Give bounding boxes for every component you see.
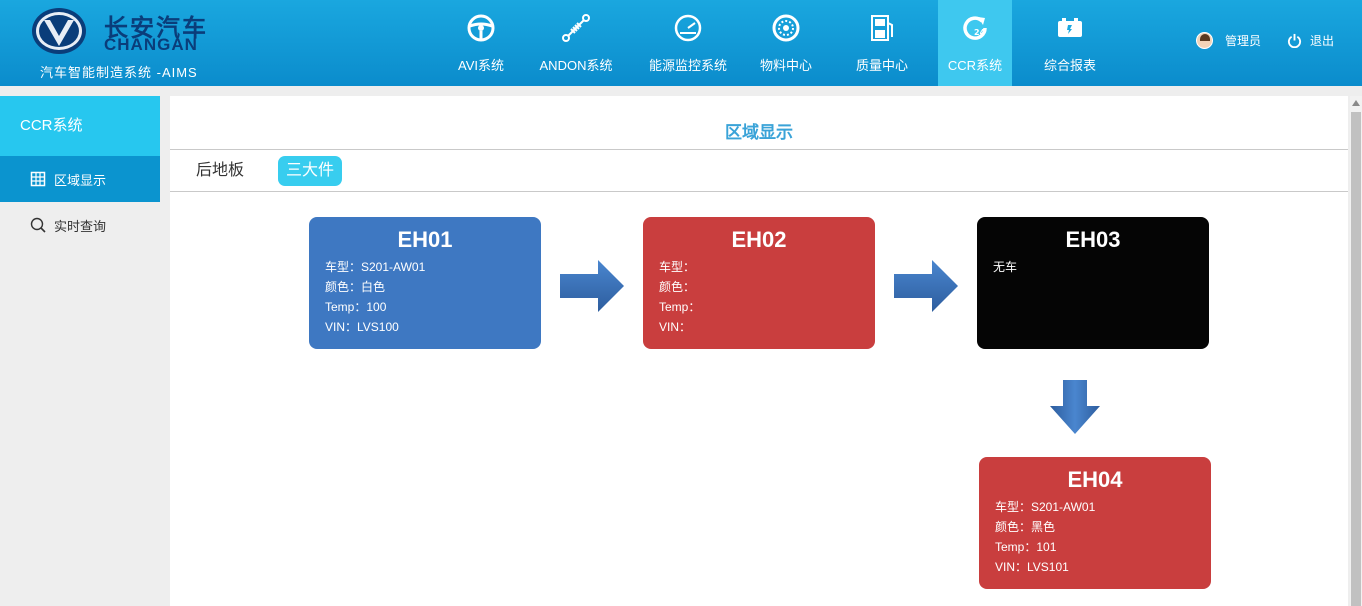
logout-button[interactable]: 退出 bbox=[1310, 34, 1335, 48]
refresh-24-icon: 24 bbox=[958, 11, 992, 45]
station-model: 车型：S201-AW01 bbox=[325, 260, 426, 274]
user-area: 管理员 退出 bbox=[1196, 32, 1334, 49]
nav-label: CCR系统 bbox=[947, 58, 1003, 73]
page-title: 区域显示 bbox=[725, 123, 793, 142]
station-model: 车型：S201-AW01 bbox=[995, 500, 1096, 514]
divider bbox=[170, 191, 1348, 192]
station-card-eh04[interactable]: EH04 车型：S201-AW01 颜色：黑色 Temp：101 VIN：LVS… bbox=[979, 457, 1211, 589]
grid-icon bbox=[30, 171, 46, 187]
main-nav: AVI系统 ANDON系统 能源监控系统 物料中心 质量中心 bbox=[440, 0, 1128, 86]
sidebar-item-area-display[interactable]: 区域显示 bbox=[0, 156, 160, 202]
station-card-eh01[interactable]: EH01 车型：S201-AW01 颜色：白色 Temp：100 VIN：LVS… bbox=[309, 217, 541, 349]
nav-item-energy[interactable]: 能源监控系统 bbox=[630, 0, 746, 86]
station-color: 颜色： bbox=[659, 280, 696, 294]
nav-label: AVI系统 bbox=[458, 58, 504, 73]
logo-english-text: CHANGAN bbox=[104, 35, 198, 54]
nav-label: 质量中心 bbox=[855, 58, 908, 73]
nav-item-ccr[interactable]: 24 CCR系统 bbox=[938, 0, 1012, 86]
main-panel: 区域显示 后地板 三大件 EH01 车型：S201-AW01 颜色：白色 Tem… bbox=[170, 96, 1348, 606]
station-name: EH04 bbox=[1067, 467, 1123, 492]
station-name: EH01 bbox=[397, 227, 453, 252]
sidebar-title: CCR系统 bbox=[0, 96, 160, 156]
nav-label: 物料中心 bbox=[759, 58, 812, 73]
station-vin: VIN： bbox=[659, 320, 692, 334]
username[interactable]: 管理员 bbox=[1225, 34, 1262, 48]
station-name: EH03 bbox=[1065, 227, 1121, 252]
svg-text:24: 24 bbox=[974, 28, 986, 37]
avatar[interactable] bbox=[1196, 32, 1213, 49]
battery-icon bbox=[1053, 11, 1087, 45]
station-vin: VIN：LVS101 bbox=[995, 560, 1069, 574]
scroll-up-icon[interactable] bbox=[1350, 96, 1362, 110]
arrow-down-icon bbox=[1050, 380, 1100, 434]
station-status: 无车 bbox=[993, 260, 1018, 274]
nav-item-quality[interactable]: 质量中心 bbox=[826, 0, 938, 86]
iso-fuel-icon bbox=[865, 11, 899, 45]
power-icon[interactable] bbox=[1287, 33, 1302, 48]
sidebar-item-realtime-query[interactable]: 实时查询 bbox=[0, 202, 160, 248]
area-tabs: 后地板 三大件 bbox=[188, 156, 368, 186]
station-temp: Temp： bbox=[659, 300, 701, 314]
station-temp: Temp：100 bbox=[325, 300, 387, 314]
nav-item-material[interactable]: 物料中心 bbox=[746, 0, 826, 86]
sidebar-item-label: 区域显示 bbox=[54, 172, 107, 188]
gauge-icon bbox=[671, 11, 705, 45]
station-color: 颜色：白色 bbox=[325, 280, 386, 294]
station-name: EH02 bbox=[731, 227, 787, 252]
logo-chinese-text: 长安汽车 bbox=[104, 15, 208, 42]
arrow-right-icon bbox=[894, 260, 958, 312]
steering-wheel-icon bbox=[464, 11, 498, 45]
bearing-icon bbox=[769, 11, 803, 45]
station-model: 车型： bbox=[659, 260, 696, 274]
nav-label: 能源监控系统 bbox=[648, 58, 727, 73]
app-header: 长安汽车 CHANGAN 汽车智能制造系统 -AIMS AVI系统 ANDON系… bbox=[0, 0, 1362, 86]
station-color: 颜色：黑色 bbox=[995, 520, 1056, 534]
station-temp: Temp：101 bbox=[995, 540, 1057, 554]
station-card-eh03[interactable]: EH03 无车 bbox=[977, 217, 1209, 349]
station-card-eh02[interactable]: EH02 车型： 颜色： Temp： VIN： bbox=[643, 217, 875, 349]
nav-item-avi[interactable]: AVI系统 bbox=[440, 0, 522, 86]
tab-rear-floor[interactable]: 后地板 bbox=[196, 162, 245, 179]
nav-label: ANDON系统 bbox=[539, 58, 613, 73]
nav-item-reports[interactable]: 综合报表 bbox=[1012, 0, 1128, 86]
nav-label: 综合报表 bbox=[1043, 58, 1096, 73]
divider bbox=[170, 149, 1348, 150]
search-icon bbox=[30, 217, 46, 233]
tab-three-parts[interactable]: 三大件 bbox=[278, 156, 343, 186]
system-subtitle: 汽车智能制造系统 -AIMS bbox=[40, 65, 198, 80]
sidebar-item-label: 实时查询 bbox=[54, 218, 107, 234]
vertical-scrollbar[interactable] bbox=[1350, 96, 1362, 606]
shock-absorber-icon bbox=[559, 11, 593, 45]
scrollbar-thumb[interactable] bbox=[1351, 112, 1361, 606]
sidebar: CCR系统 区域显示 实时查询 bbox=[0, 96, 160, 606]
station-vin: VIN：LVS100 bbox=[325, 320, 399, 334]
arrow-right-icon bbox=[560, 260, 624, 312]
nav-item-andon[interactable]: ANDON系统 bbox=[522, 0, 630, 86]
changan-logo-icon bbox=[32, 8, 86, 54]
